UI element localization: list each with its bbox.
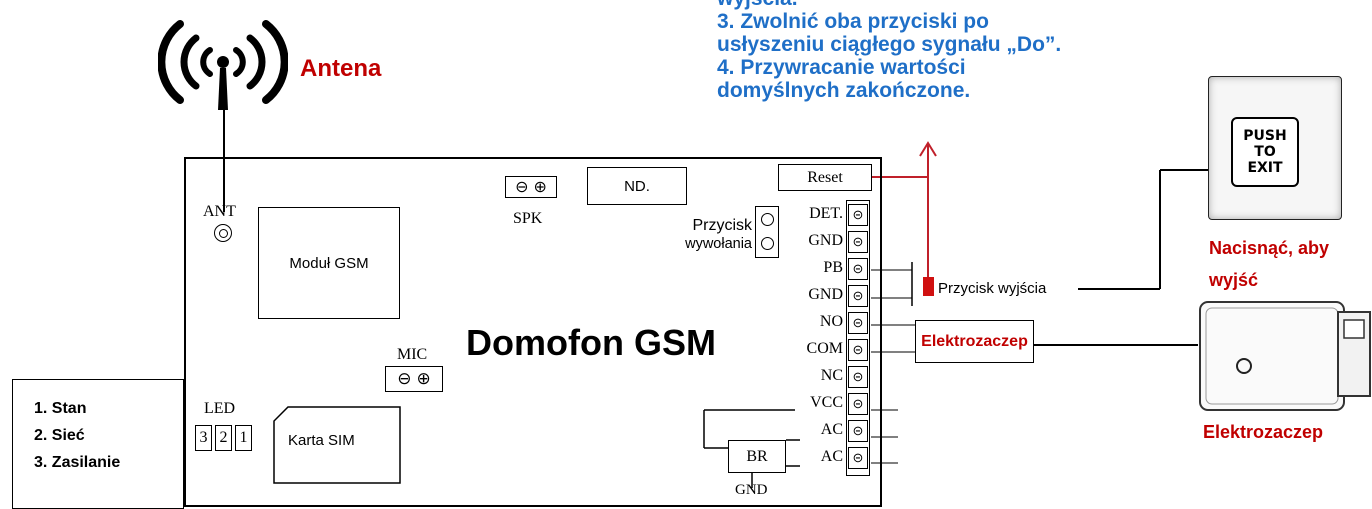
push-to-exit-plate: PUSH TO EXIT [1208,76,1342,220]
call-button[interactable] [755,206,779,258]
spk-minus-icon: ⊖ [515,179,529,196]
mic-connector: ⊖⊕ [385,366,443,392]
push-text: PUSH [1243,128,1287,144]
antenna-label: Antena [300,55,382,82]
legend-item-power: 3. Zasilanie [34,454,121,471]
terminal-label-ac2: AC [820,448,843,465]
lock-box: Elektrozaczep [915,320,1034,363]
led-indicators: 3 2 1 [195,425,252,451]
nd-label: ND. [624,177,650,195]
board-title: Domofon GSM [466,322,716,363]
sim-label: Karta SIM [288,432,355,449]
led-2: 2 [215,425,232,451]
terminal-label-nc: NC [820,367,843,384]
call-button-label: Przycisk wywołania [660,216,752,254]
terminal-gnd1[interactable]: ⊝ [848,231,868,253]
terminal-labels: DET. GND PB GND NO COM NC VCC AC AC [775,200,843,470]
terminal-label-det: DET. [809,205,843,222]
terminal-det[interactable]: ⊝ [848,204,868,226]
led-3: 3 [195,425,212,451]
br-label: BR [746,447,768,465]
mic-minus-icon: ⊖ [397,369,412,388]
sim-card-slot [273,406,401,484]
push-to-exit-button[interactable]: PUSH TO EXIT [1231,117,1299,187]
terminal-pb[interactable]: ⊝ [848,258,868,280]
terminal-label-no: NO [819,313,843,330]
instruction-line-4: domyślnych zakończone. [717,79,971,102]
instruction-line-2: usłyszeniu ciągłego sygnału „Do”. [717,33,1062,56]
led-legend: 1. Stan 2. Sieć 3. Zasilanie [12,379,184,509]
mic-label: MIC [397,346,428,363]
gsm-module: Moduł GSM [258,207,400,319]
bridge-rectifier: BR [728,440,786,473]
terminal-ac1[interactable]: ⊝ [848,420,868,442]
terminal-label-pb: PB [823,259,843,276]
legend-item-status: 1. Stan [34,400,87,417]
terminal-label-ac1: AC [820,421,843,438]
exit-text: EXIT [1247,160,1283,176]
mic-plus-icon: ⊕ [416,369,431,388]
terminal-vcc[interactable]: ⊝ [848,393,868,415]
ant-label: ANT [203,203,236,220]
instruction-line-0: wyjścia. [717,0,1177,10]
reset-button[interactable]: Reset [778,164,872,191]
terminal-com[interactable]: ⊝ [848,339,868,361]
exit-button-marker [923,277,934,296]
spk-plus-icon: ⊕ [533,179,547,196]
antenna-icon [158,20,288,110]
instruction-line-3: 4. Przywracanie wartości [717,56,966,79]
call-button-label-line1: Przycisk [692,217,752,234]
gsm-module-label: Moduł GSM [289,254,369,272]
lock-box-label: Elektrozaczep [921,332,1028,350]
terminal-nc[interactable]: ⊝ [848,366,868,388]
led-1: 1 [235,425,252,451]
terminal-strip: ⊝ ⊝ ⊝ ⊝ ⊝ ⊝ ⊝ ⊝ ⊝ ⊝ [846,200,870,476]
terminal-label-com: COM [806,340,843,357]
wiring-layer [223,100,1208,488]
spk-label: SPK [513,210,543,227]
legend-item-network: 2. Sieć [34,427,85,444]
call-button-label-line2: wywołania [685,236,752,252]
terminal-label-gnd1: GND [808,232,843,249]
reset-label: Reset [807,168,843,186]
lock-caption: Elektrozaczep [1203,422,1324,442]
led-label: LED [204,400,236,417]
nd-box: ND. [587,167,687,205]
terminal-gnd2[interactable]: ⊝ [848,285,868,307]
electric-strike-icon [1199,301,1371,411]
br-gnd-label: GND [735,482,768,498]
exit-caption: Nacisnąć, aby wyjść [1209,232,1329,296]
terminal-no[interactable]: ⊝ [848,312,868,334]
terminal-label-gnd2: GND [808,286,843,303]
instruction-line-1: 3. Zwolnić oba przyciski po [717,10,989,33]
instructions-block: wyjścia. 3. Zwolnić oba przyciski po usł… [717,0,1177,102]
to-text: TO [1254,144,1276,160]
ant-connector [214,224,232,242]
exit-caption-line2: wyjść [1209,270,1259,290]
exit-button-label: Przycisk wyjścia [938,280,1047,297]
speaker-connector: ⊖⊕ [505,176,557,198]
terminal-label-vcc: VCC [810,394,843,411]
terminal-ac2[interactable]: ⊝ [848,447,868,469]
exit-caption-line1: Nacisnąć, aby [1209,238,1330,258]
